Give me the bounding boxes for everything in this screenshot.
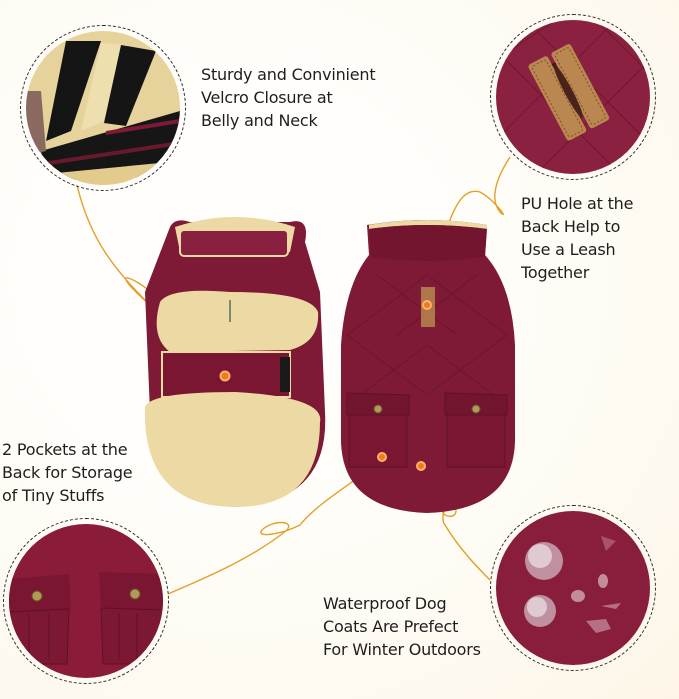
feature-label-pockets: 2 Pockets at the Back for Storage of Tin… — [2, 438, 133, 507]
pu-hole-closeup-image — [496, 20, 650, 174]
feature-label-line: Together — [521, 263, 590, 282]
feature-label-line: 2 Pockets at the — [2, 440, 128, 459]
feature-label-line: Waterproof Dog — [323, 594, 447, 613]
feature-label-line: Use a Leash — [521, 240, 616, 259]
velcro-detail-circle — [20, 25, 186, 191]
snap-button-icon — [31, 590, 43, 602]
feature-label-line: Back Help to — [521, 217, 621, 236]
feature-label-line: Back for Storage — [2, 463, 133, 482]
feature-label-line: Sturdy and Convinient — [201, 65, 376, 84]
feature-label-line: Velcro Closure at — [201, 88, 333, 107]
water-droplets-closeup-image — [496, 511, 650, 665]
feature-label-line: of Tiny Stuffs — [2, 486, 105, 505]
snap-button-icon — [373, 404, 383, 414]
feature-label-line: Belly and Neck — [201, 111, 318, 130]
coat-inside-view-image — [145, 217, 326, 508]
coat-back-view-image — [340, 220, 516, 513]
feature-label-velcro: Sturdy and Convinient Velcro Closure at … — [201, 63, 376, 132]
hotspot-dot-icon — [422, 300, 432, 310]
pockets-closeup-image — [9, 524, 163, 678]
hotspot-dot-icon — [416, 461, 426, 471]
feature-label-line: PU Hole at the — [521, 194, 634, 213]
hotspot-dot-icon — [377, 452, 387, 462]
waterproof-detail-circle — [490, 505, 656, 671]
snap-button-icon — [129, 588, 141, 600]
snap-button-icon — [471, 404, 481, 414]
feature-label-line: For Winter Outdoors — [323, 640, 481, 659]
feature-label-waterproof: Waterproof Dog Coats Are Prefect For Win… — [323, 592, 481, 661]
hotspot-dot-icon — [219, 370, 231, 382]
velcro-closeup-image — [26, 31, 180, 185]
pu-hole-detail-circle — [490, 14, 656, 180]
pockets-detail-circle — [3, 518, 169, 684]
feature-label-pu-hole: PU Hole at the Back Help to Use a Leash … — [521, 192, 633, 284]
feature-label-line: Coats Are Prefect — [323, 617, 459, 636]
